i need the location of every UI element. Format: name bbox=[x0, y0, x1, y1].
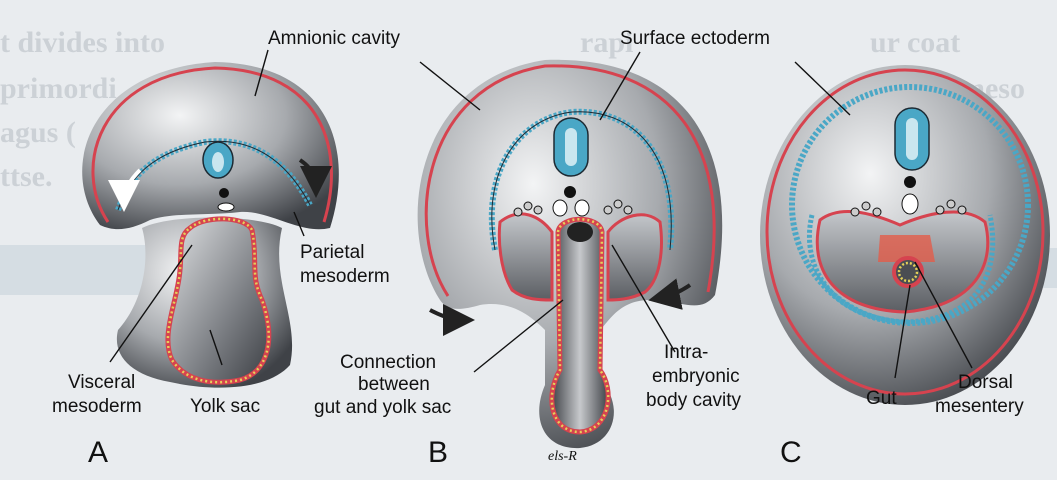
svg-text:agus (: agus ( bbox=[0, 116, 76, 149]
label-visceral-line2: mesoderm bbox=[52, 396, 142, 417]
panel-c-notochord bbox=[904, 176, 916, 188]
label-connection-line3: gut and yolk sac bbox=[314, 397, 451, 418]
label-intra-line3: body cavity bbox=[646, 390, 742, 411]
label-connection-line2: between bbox=[358, 374, 430, 395]
panel-label-c: C bbox=[780, 436, 802, 469]
svg-text:ttse.: ttse. bbox=[0, 160, 52, 193]
label-yolk-sac: Yolk sac bbox=[190, 396, 260, 417]
panel-a-notochord bbox=[219, 188, 229, 198]
panel-b-fold-arrow-left bbox=[430, 310, 463, 320]
label-parietal-line1: Parietal bbox=[300, 242, 364, 263]
panel-b-notochord bbox=[564, 186, 576, 198]
label-gut: Gut bbox=[866, 388, 897, 409]
label-dorsal-line2: mesentery bbox=[935, 396, 1024, 417]
panel-a-embryo bbox=[82, 62, 339, 388]
label-intra-line1: Intra- bbox=[664, 342, 708, 363]
panel-label-a: A bbox=[88, 436, 108, 469]
svg-text:primordi: primordi bbox=[0, 72, 117, 105]
panel-letters: A B C bbox=[88, 436, 802, 469]
label-parietal-line2: mesoderm bbox=[300, 266, 390, 287]
artist-signature: els-R bbox=[548, 449, 577, 464]
panel-c-embryo bbox=[760, 65, 1050, 405]
panel-label-b: B bbox=[428, 436, 448, 469]
label-connection-line1: Connection bbox=[340, 352, 436, 373]
svg-text:t divides into: t divides into bbox=[0, 26, 165, 59]
label-intra-line2: embryonic bbox=[652, 366, 740, 387]
label-visceral-line1: Visceral bbox=[68, 372, 135, 393]
svg-text:ur coat: ur coat bbox=[870, 26, 960, 59]
label-dorsal-line1: Dorsal bbox=[958, 372, 1013, 393]
label-amnionic-cavity: Amnionic cavity bbox=[268, 28, 400, 49]
label-surface-ectoderm: Surface ectoderm bbox=[620, 28, 770, 49]
